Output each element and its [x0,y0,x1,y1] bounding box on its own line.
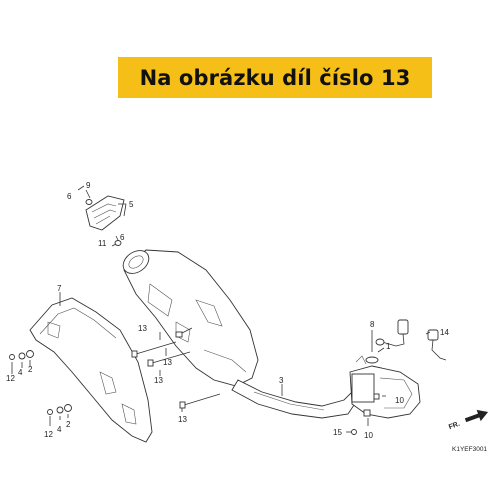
front-direction-indicator: FR. [448,409,489,431]
callout-12-top: 12 [6,374,15,383]
callout-4-top: 4 [18,368,23,377]
callout-2-bottom: 2 [66,420,71,429]
highlight-banner: Na obrázku díl číslo 13 [118,57,432,98]
callout-13-c: 13 [154,376,163,385]
callout-6-top: 6 [67,192,72,201]
muffler-drawing [122,249,259,387]
callout-2-top: 2 [28,365,33,374]
callout-7: 7 [57,284,62,293]
heat-shield-drawing [29,297,153,443]
oxygen-sensor-drawing [375,319,447,361]
callout-13-a: 13 [138,324,147,333]
callout-12-bottom: 12 [44,430,53,439]
callout-1: 1 [386,342,391,351]
callout-13-d: 13 [178,415,187,424]
callout-9: 9 [86,181,91,190]
callout-11: 11 [98,239,107,248]
gasket-drawing [365,356,379,364]
callout-10-bottom: 10 [364,431,373,440]
fasteners-drawing [9,350,380,435]
callout-4-bottom: 4 [57,425,62,434]
callout-3: 3 [279,376,284,385]
front-direction-label: FR. [448,421,461,431]
banner-text: Na obrázku díl číslo 13 [139,65,411,90]
manifold-drawing [349,355,421,419]
diagram-code: K1YEF3001 [452,446,487,453]
arrow-right-icon [464,409,489,423]
callout-10-right: 10 [395,396,404,405]
callout-5: 5 [129,200,134,209]
exhaust-pipe-drawing [231,379,357,419]
callout-8: 8 [370,320,375,329]
bolts-drawing [131,327,221,409]
end-cap-drawing [85,195,125,246]
callout-6-bottom: 6 [120,233,125,242]
callout-13-b: 13 [163,358,172,367]
callout-14: 14 [440,328,449,337]
leader-lines [11,185,431,433]
callout-15: 15 [333,428,342,437]
